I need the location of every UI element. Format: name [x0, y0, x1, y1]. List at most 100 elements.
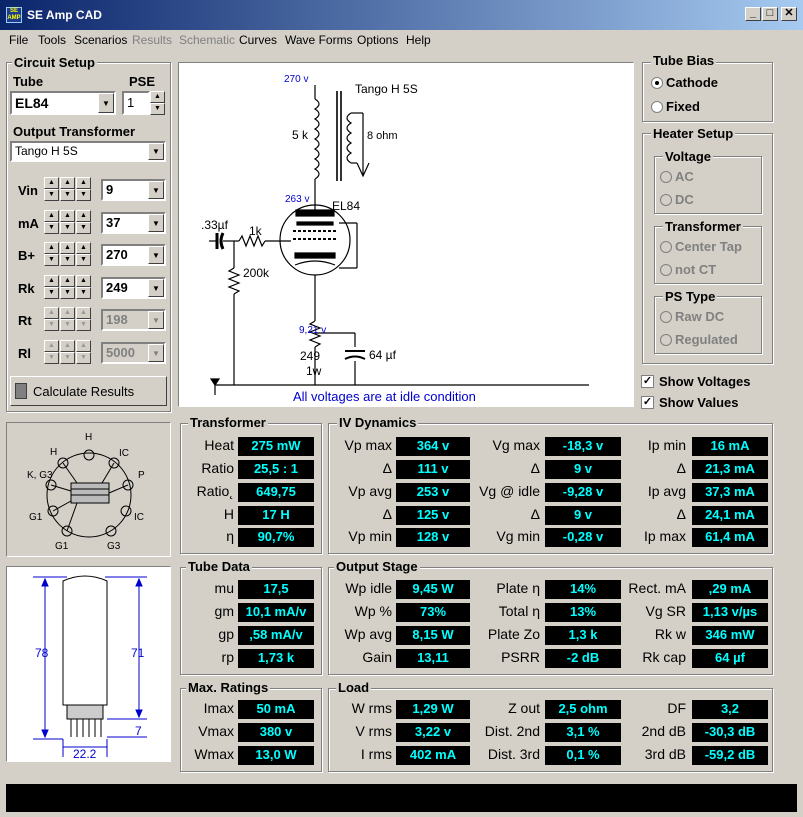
max-rating-2-value: 13,0 W	[238, 746, 314, 765]
voltage-group	[654, 156, 762, 214]
load-1-0-value: 2,5 ohm	[545, 700, 621, 719]
load-1-2-value: 0,1 %	[545, 746, 621, 765]
chevron-down-icon[interactable]: ▼	[148, 214, 164, 232]
param-label-0: Vin	[18, 183, 38, 198]
tube-data-0-label: mu	[214, 580, 234, 596]
tube-dimensions-panel: 78 71 7 22.2	[6, 566, 171, 762]
param-stepper[interactable]: ▲▼	[44, 177, 59, 202]
chevron-down-icon[interactable]: ▼	[148, 246, 164, 264]
param-stepper[interactable]: ▲▼	[60, 242, 75, 267]
max-rating-2-label: Wmax	[194, 746, 234, 762]
radio-regulated	[660, 334, 672, 346]
ot-select[interactable]: Tango H 5S▼	[10, 141, 166, 162]
schematic-panel: 270 v Tango H 5S 5 k 8 ohm 263 v EL84 .3…	[178, 62, 634, 407]
minimize-button[interactable]: _	[745, 7, 761, 21]
param-select-3[interactable]: 249▼	[101, 277, 166, 299]
output-0-3-label: Gain	[362, 649, 392, 665]
load-1-2-label: Dist. 3rd	[487, 746, 540, 762]
iv-2-0-value: 16 mA	[692, 437, 768, 456]
menu-curves[interactable]: Curves	[239, 33, 278, 47]
output-2-2-label: Rk w	[654, 626, 686, 642]
pse-label: PSE	[129, 74, 156, 89]
load-0-0-value: 1,29 W	[396, 700, 470, 719]
transformer-2-value: 649,75	[238, 483, 314, 502]
output-2-2-value: 346 mW	[692, 626, 768, 645]
rk-label: 249	[300, 349, 320, 363]
calculate-results-button[interactable]: Calculate Results	[10, 376, 167, 406]
menu-tools[interactable]: Tools	[38, 33, 67, 47]
chevron-down-icon[interactable]: ▼	[148, 279, 164, 297]
output-0-1-label: Wp %	[354, 603, 392, 619]
load-2-2-value: -59,2 dB	[692, 746, 768, 765]
load-2-2-label: 3rd dB	[644, 746, 686, 762]
chevron-down-icon: ▼	[148, 344, 164, 362]
show-values-checkbox[interactable]: ✓	[641, 396, 654, 409]
param-stepper[interactable]: ▲▼	[44, 275, 59, 300]
transformer-4-label: η	[226, 528, 234, 544]
iv-2-3-label: Δ	[676, 506, 686, 522]
radio-cathode[interactable]	[651, 77, 663, 89]
param-stepper[interactable]: ▲▼	[60, 210, 75, 235]
iv-1-4-label: Vg min	[496, 528, 540, 544]
radio-raw-dc	[660, 311, 672, 323]
param-select-4: 198▼	[101, 309, 166, 331]
pse-input[interactable]: 1	[122, 91, 150, 115]
iv-1-4-value: -0,28 v	[545, 528, 621, 547]
radio-cathode-label: Cathode	[666, 75, 718, 90]
radio-fixed[interactable]	[651, 101, 663, 113]
output-stage-group	[328, 567, 773, 675]
output-1-0-label: Plate η	[496, 580, 540, 596]
param-stepper[interactable]: ▲▼	[60, 177, 75, 202]
output-2-1-label: Vg SR	[645, 603, 686, 619]
output-2-3-label: Rk cap	[642, 649, 686, 665]
close-button[interactable]: ✕	[781, 7, 797, 21]
menu-file[interactable]: File	[9, 33, 29, 47]
pinout-panel: H H IC K, G3 P G1 IC G1 G3	[6, 422, 171, 557]
chevron-down-icon[interactable]: ▼	[98, 93, 114, 113]
voltage-title: Voltage	[663, 149, 713, 164]
iv-1-0-value: -18,3 v	[545, 437, 621, 456]
param-select-1[interactable]: 37▼	[101, 212, 166, 234]
param-stepper[interactable]: ▲▼	[76, 210, 91, 235]
chevron-down-icon[interactable]: ▼	[148, 181, 164, 199]
param-stepper[interactable]: ▲▼	[76, 275, 91, 300]
menu-scenarios[interactable]: Scenarios	[74, 33, 128, 47]
param-select-0[interactable]: 9▼	[101, 179, 166, 201]
tube-name-label: EL84	[332, 199, 360, 213]
iv-0-3-value: 125 v	[396, 506, 470, 525]
iv-2-4-label: Ip max	[643, 528, 686, 544]
idle-note: All voltages are at idle condition	[293, 389, 476, 404]
menu-options[interactable]: Options	[357, 33, 399, 47]
chevron-down-icon[interactable]: ▼	[148, 143, 164, 160]
primary-label: 5 k	[292, 128, 309, 142]
menu-help[interactable]: Help	[406, 33, 431, 47]
iv-0-0-label: Vp max	[344, 437, 392, 453]
tube-select[interactable]: EL84▼	[10, 91, 116, 115]
param-stepper[interactable]: ▲▼	[76, 177, 91, 202]
param-stepper[interactable]: ▲▼	[44, 210, 59, 235]
menu-wave-forms[interactable]: Wave Forms	[285, 33, 353, 47]
load-2-0-label: DF	[667, 700, 686, 716]
ps-type-title: PS Type	[663, 289, 718, 304]
load-2-1-label: 2nd dB	[641, 723, 686, 739]
param-select-2[interactable]: 270▼	[101, 244, 166, 266]
param-stepper[interactable]: ▲▼	[44, 242, 59, 267]
max-ratings-title: Max. Ratings	[186, 680, 271, 695]
transformer-1-value: 25,5 : 1	[238, 460, 314, 479]
pse-stepper[interactable]: ▲▼	[150, 91, 166, 115]
pin-label: IC	[134, 512, 144, 523]
transformer-2-label: Ratio˛	[196, 483, 234, 499]
maximize-button[interactable]: □	[762, 7, 778, 21]
calculator-icon	[15, 383, 27, 399]
param-stepper[interactable]: ▲▼	[76, 242, 91, 267]
tube-data-2-label: gp	[218, 626, 234, 642]
iv-2-0-label: Ip min	[647, 437, 686, 453]
iv-1-3-value: 9 v	[545, 506, 621, 525]
transformer-type-title: Transformer	[663, 219, 743, 234]
iv-2-1-label: Δ	[676, 460, 686, 476]
param-stepper[interactable]: ▲▼	[60, 275, 75, 300]
param-label-2: B+	[18, 248, 35, 263]
output-2-0-label: Rect. mA	[628, 580, 686, 596]
show-voltages-checkbox[interactable]: ✓	[641, 375, 654, 388]
iv-2-2-label: Ip avg	[647, 483, 686, 499]
